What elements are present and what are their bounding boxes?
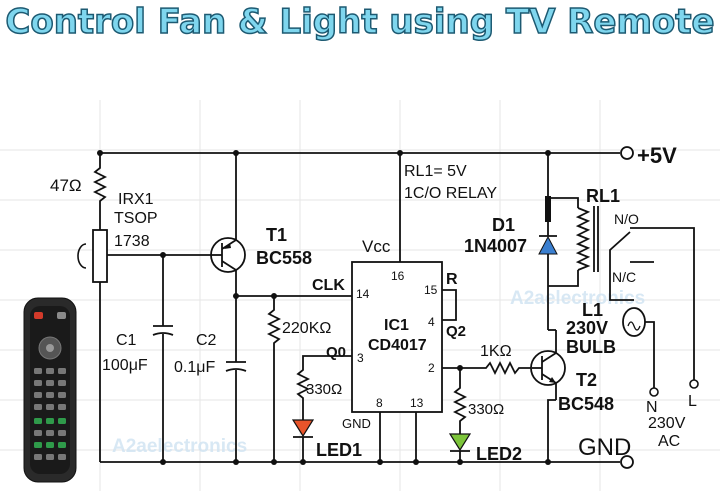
pin-8: 8 [376, 396, 383, 410]
relay-type: 1C/O RELAY [404, 185, 497, 202]
resistor-220k [266, 296, 282, 465]
resistor-47 [92, 153, 108, 230]
t1-name: T1 [266, 225, 287, 245]
mains-type: AC [658, 433, 680, 450]
vcc-label: +5V [637, 143, 677, 168]
c2-value: 0.1μF [174, 359, 215, 376]
relay-rl1 [548, 197, 654, 301]
d1-part: 1N4007 [464, 236, 527, 256]
mains-n: N [646, 399, 658, 416]
led1-label: LED1 [316, 440, 362, 460]
vcc-pin-label: Vcc [362, 237, 391, 256]
q0-label: Q0 [326, 344, 346, 361]
transistor-t2 [530, 330, 566, 462]
reset-label: R [446, 271, 458, 288]
irx1-name: IRX1 [118, 191, 154, 208]
clk-label: CLK [312, 277, 345, 294]
capacitor-c1 [152, 255, 174, 465]
ic1-cd4017 [351, 153, 457, 462]
pin-16: 16 [391, 269, 405, 283]
t2-name: T2 [576, 370, 597, 390]
r330-led1-value: 330Ω [306, 381, 342, 398]
rl1-name: RL1 [586, 186, 620, 206]
l1-type: BULB [566, 337, 616, 357]
r220k-value: 220KΩ [282, 320, 331, 337]
tv-remote-icon [23, 297, 77, 483]
resistor-1k [480, 360, 532, 376]
c1-name: C1 [116, 332, 137, 349]
pin-13: 13 [410, 396, 424, 410]
pin-4: 4 [428, 315, 435, 329]
led1-branch [291, 355, 352, 462]
c1-value: 100μF [102, 357, 148, 374]
d1-name: D1 [492, 215, 515, 235]
transistor-t1 [210, 153, 246, 299]
page-title: Control Fan & Light using TV Remote [5, 1, 716, 43]
gnd-label: GND [578, 434, 631, 461]
diode-d1 [538, 153, 558, 331]
pin-15: 15 [424, 283, 438, 297]
t1-part: BC558 [256, 248, 312, 268]
no-label: N/O [614, 211, 639, 227]
led2-label: LED2 [476, 444, 522, 464]
c2-name: C2 [196, 332, 217, 349]
resistor-47-value: 47Ω [50, 176, 82, 195]
vcc-rail [97, 146, 634, 160]
ic1-name: IC1 [384, 317, 409, 334]
relay-spec: RL1= 5V [404, 163, 467, 180]
watermark-bottom: A2aelectronics [112, 436, 247, 457]
capacitor-c2 [225, 296, 247, 462]
r330-led2-value: 330Ω [468, 401, 504, 418]
irx1-part: 1738 [114, 233, 150, 250]
ic1-part: CD4017 [368, 337, 427, 354]
gnd-pin-label: GND [342, 416, 371, 431]
gnd-rail [100, 455, 634, 469]
t2-part: BC548 [558, 394, 614, 414]
bulb-l1 [622, 227, 699, 397]
r1k-value: 1KΩ [480, 343, 512, 360]
pin-3: 3 [357, 351, 364, 365]
q2-label: Q2 [446, 323, 466, 340]
l1-name: L1 [582, 300, 603, 320]
mains-voltage: 230V [648, 415, 686, 432]
watermark-mid: A2aelectronics [510, 288, 645, 309]
pin-2: 2 [428, 361, 435, 375]
l1-rating: 230V [566, 318, 608, 338]
mains-l: L [688, 393, 697, 410]
led2-branch [442, 365, 480, 462]
irx1-type: TSOP [114, 210, 158, 227]
pin-14: 14 [356, 287, 370, 301]
nc-label: N/C [612, 269, 636, 285]
